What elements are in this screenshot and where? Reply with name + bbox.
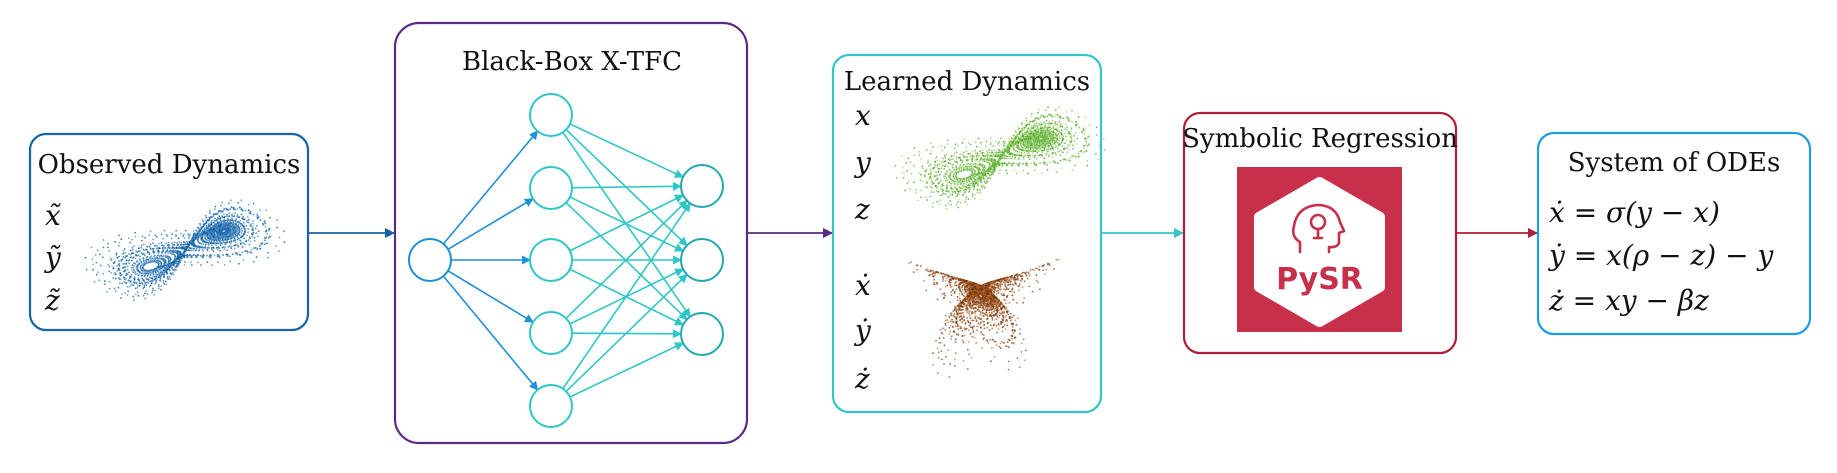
- hidden-node-4: [529, 384, 573, 428]
- output-node-1: [680, 238, 724, 282]
- observed-var-z: z̃: [44, 284, 61, 317]
- hidden-node-1: [529, 166, 573, 210]
- edge-hidden-3-output-0: [565, 199, 688, 319]
- lorenz-attractor-green-icon: [894, 106, 1106, 210]
- ode-equation-x: ẋ = σ(y − x): [1549, 196, 1720, 229]
- edge-hidden-0-output-0: [569, 123, 684, 178]
- network-nodes: [408, 93, 724, 428]
- output-node-2: [680, 312, 724, 356]
- pysr-logo-text: PySR: [1276, 262, 1363, 297]
- hidden-node-3: [529, 311, 573, 355]
- edge-input-hidden-0: [442, 130, 539, 245]
- edge-input-hidden-3: [447, 270, 534, 323]
- learned-dynamics-box: Learned Dynamics x y z ẋ ẏ ż: [831, 53, 1106, 414]
- output-node-0: [680, 164, 724, 208]
- xtfc-title: Black-Box X-TFC: [462, 47, 682, 77]
- learned-var-z: z: [854, 193, 870, 226]
- pysr-head-bulb-icon: [1291, 203, 1346, 254]
- lorenz-attractor-blue-icon: [84, 199, 286, 301]
- learned-dynamics-title: Learned Dynamics: [844, 67, 1090, 97]
- pysr-logo: PySR: [1237, 167, 1402, 332]
- observed-var-x: x̃: [45, 199, 61, 232]
- lorenz-derivative-brown-icon: [908, 258, 1060, 378]
- learned-var-y: y: [853, 146, 872, 179]
- input-node-0: [408, 238, 452, 282]
- edge-hidden-4-output-2: [569, 342, 684, 398]
- learned-dvar-y: ẏ: [853, 314, 872, 347]
- observed-dynamics-box: Observed Dynamics x̃ ỹ z̃: [28, 132, 310, 332]
- learned-dvar-z: ż: [854, 362, 870, 395]
- learned-dvar-x: ẋ: [855, 269, 871, 302]
- edge-hidden-1-output-2: [565, 202, 688, 321]
- learned-var-x: x: [855, 99, 871, 132]
- ode-equation-z: ż = xy − βz: [1548, 284, 1709, 317]
- observed-dynamics-title: Observed Dynamics: [38, 150, 301, 180]
- system-of-odes-box: System of ODEs ẋ = σ(y − x) ẏ = x(ρ − …: [1536, 131, 1812, 336]
- hidden-node-0: [529, 93, 573, 137]
- system-of-odes-title: System of ODEs: [1568, 148, 1781, 178]
- edge-hidden-1-output-0: [571, 181, 683, 191]
- ode-equation-y: ẏ = x(ρ − z) − y: [1547, 239, 1774, 272]
- edge-hidden-2-output-0: [569, 194, 685, 252]
- network-edges: [442, 123, 691, 398]
- edge-hidden-4-output-1: [565, 273, 688, 392]
- xtfc-box: Black-Box X-TFC: [393, 21, 749, 445]
- edge-input-hidden-1: [447, 198, 534, 250]
- hidden-node-2: [529, 238, 573, 282]
- edge-input-hidden-4: [442, 275, 539, 391]
- symbolic-regression-title: Symbolic Regression: [1182, 124, 1458, 154]
- observed-var-y: ỹ: [43, 241, 62, 274]
- edge-hidden-4-output-0: [562, 202, 691, 390]
- symbolic-regression-box: Symbolic Regression PySR: [1182, 111, 1458, 355]
